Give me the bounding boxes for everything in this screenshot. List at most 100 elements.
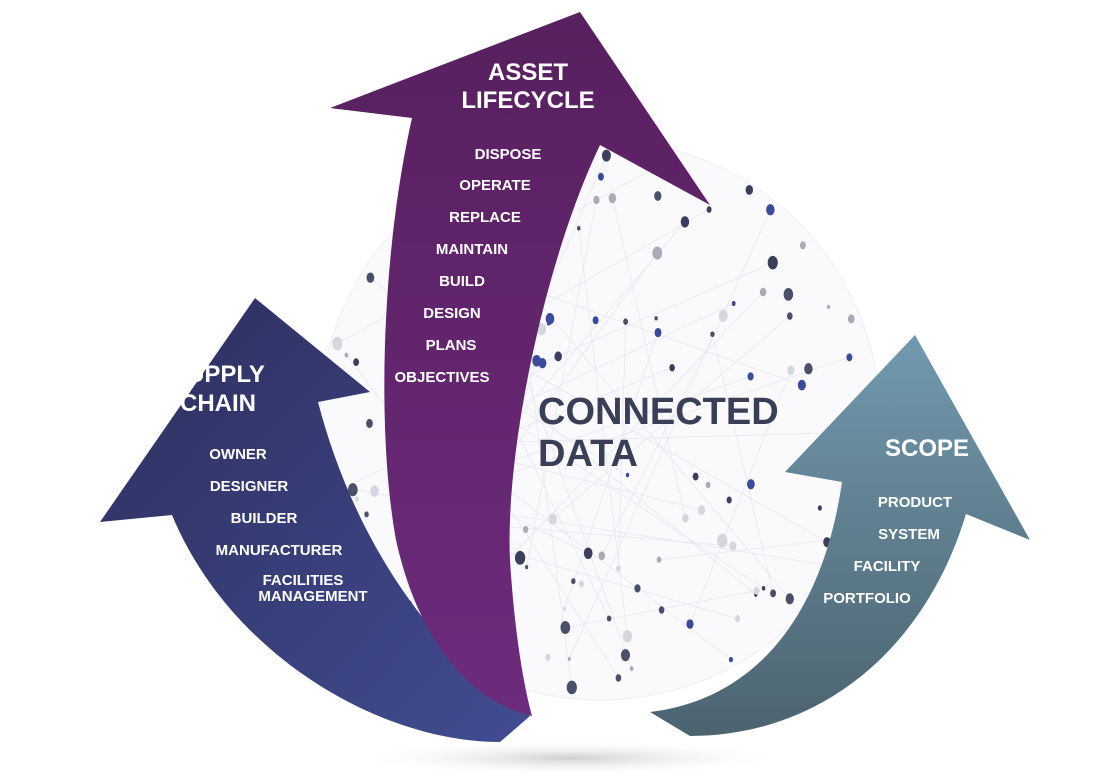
network-dot [710,331,715,338]
scope-title: SCOPE [885,435,969,462]
network-dot [562,606,567,611]
network-dot [514,550,526,565]
lifecycle-item: DISPOSE [475,146,542,163]
network-dot [669,364,675,372]
network-dot [347,483,358,497]
network-dot [697,505,706,515]
network-dot [598,172,604,181]
network-dot [728,656,733,663]
network-dot [652,246,663,260]
network-dot [785,593,794,605]
network-dot [578,580,585,588]
network-dot [747,479,755,490]
supply-chain-arrow [100,298,530,742]
scope-arrow [650,335,1030,736]
network-dot [355,496,359,502]
supply-chain-item: BUILDER [231,510,298,527]
lifecycle-item: REPLACE [449,209,521,226]
network-link [564,332,659,609]
network-dot [620,649,631,662]
supply-chain-item: MANUFACTURER [216,542,343,559]
network-dot [817,505,822,511]
network-dot [847,314,855,324]
network-dot [770,589,777,598]
network-dot [615,674,622,682]
network-dot [592,316,599,325]
network-dot [729,541,737,551]
network-dot [332,336,343,351]
supply-chain-item: MANAGEMENT [258,588,367,605]
supply-chain-item: OWNER [209,446,267,463]
center-title-line1: CONNECTED [538,391,779,433]
lifecycle-item: DESIGN [423,305,481,322]
network-dot [567,656,571,661]
scope-item: FACILITY [854,558,921,575]
network-dot [766,204,775,216]
network-dot [799,241,806,250]
network-dot [718,309,728,322]
network-dot [545,312,555,325]
network-link [659,539,829,561]
network-dot [545,653,551,661]
network-link [689,370,792,625]
network-dot [846,353,853,362]
network-dot [622,629,633,643]
network-link [618,321,627,569]
network-dot [761,585,766,591]
network-link [712,334,774,594]
network-dot [827,304,831,309]
network-dot [797,379,806,391]
network-dot [767,255,778,270]
network-dot [601,149,611,162]
network-dot [536,323,547,336]
asset-lifecycle-arrow [330,12,710,716]
network-dot [680,216,690,228]
network-dot [629,666,634,672]
ground-shadow [350,740,790,776]
network-link [497,254,791,600]
network-dot [576,225,581,231]
network-dot [787,365,795,376]
network-dot [686,619,694,629]
network-dot [366,418,373,428]
network-dot [747,372,754,381]
network-dot [353,358,360,366]
center-title-line2: DATA [538,433,638,475]
network-dot [656,556,662,563]
scope-item: PRODUCT [878,494,952,511]
network-dot [566,680,577,695]
network-dot [571,578,576,585]
supply-chain-item: FACILITIES [263,572,344,589]
network-link [502,550,738,620]
network-dot [726,496,732,504]
network-dot [786,312,793,320]
scope-item: SYSTEM [878,526,940,543]
network-link [601,315,724,556]
network-dot [583,547,593,560]
network-dot [692,472,699,481]
network-dot [731,300,736,307]
network-link [612,198,686,519]
network-dot [366,272,375,283]
network-dot [525,565,529,570]
network-dot [370,485,379,497]
network-dot [623,318,629,325]
network-dot [606,615,612,622]
network-dot [625,472,630,478]
lifecycle-title-line2: LIFECYCLE [461,87,594,114]
lifecycle-item: BUILD [439,273,485,290]
lifecycle-item: MAINTAIN [436,241,508,258]
network-dot [826,538,830,543]
network-dot [616,565,621,572]
network-dot [706,206,712,213]
network-dot [734,615,741,623]
lifecycle-item: OPERATE [459,177,530,194]
network-dot [753,586,760,595]
lifecycle-item: OBJECTIVES [394,369,489,386]
network-dot [344,352,349,358]
network-dot [634,584,641,593]
supply-chain-item: DESIGNER [210,478,289,495]
network-dot [658,606,665,614]
